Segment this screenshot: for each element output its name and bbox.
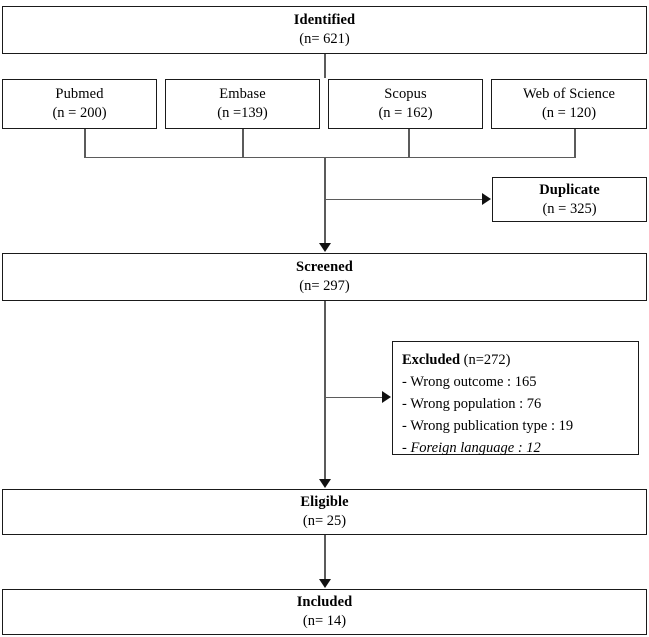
source-bus-line (84, 156, 576, 159)
source-box-embase: Embase (n =139) (165, 79, 320, 129)
source-count-scopus: (n = 162) (378, 105, 433, 121)
excluded-title: Excluded (402, 352, 461, 368)
identified-box: Identified (n= 621) (2, 6, 647, 54)
connector-identified-to-sources (324, 54, 326, 78)
excluded-box: Excluded (n=272) - Wrong outcome : 165 -… (392, 341, 639, 456)
excluded-reason-foreign-language: - Foreign language : 12 (402, 440, 541, 457)
included-box: Included (n= 14) (2, 589, 647, 635)
excluded-reason-wrong-outcome: - Wrong outcome : 165 (402, 374, 537, 391)
duplicate-title: Duplicate (539, 181, 600, 198)
source-box-scopus: Scopus (n = 162) (328, 79, 483, 129)
screened-title: Screened (296, 259, 353, 276)
trunk-screened-to-eligible (324, 301, 326, 481)
screened-box: Screened (n= 297) (2, 253, 647, 301)
source-count-pubmed: (n = 200) (52, 105, 107, 121)
arrow-to-excluded (382, 391, 391, 403)
source-title-embase: Embase (219, 86, 266, 103)
trunk-sources-to-screened (324, 156, 326, 245)
source-stub-scopus (408, 129, 410, 158)
eligible-box: Eligible (n= 25) (2, 489, 647, 535)
duplicate-count: (n = 325) (542, 200, 597, 217)
excluded-header: Excluded (n=272) (402, 349, 510, 371)
trunk-eligible-to-included (324, 535, 326, 581)
source-count-embase: (n =139) (217, 105, 268, 121)
excluded-count: (n=272) (463, 352, 511, 368)
arrow-eligible-to-included (318, 579, 331, 588)
source-title-pubmed: Pubmed (55, 86, 104, 103)
eligible-count: (n= 25) (302, 513, 347, 529)
source-stub-web-of-science (574, 129, 576, 158)
branch-line-to-excluded (324, 396, 388, 399)
source-title-scopus: Scopus (384, 86, 427, 103)
screened-count: (n= 297) (299, 278, 350, 294)
source-title-web-of-science: Web of Science (522, 86, 616, 103)
source-stub-pubmed (84, 129, 86, 158)
source-stub-embase (242, 129, 244, 158)
excluded-reason-wrong-publication-type: - Wrong publication type : 19 (402, 418, 574, 435)
arrow-screened-to-eligible (318, 479, 331, 488)
source-box-pubmed: Pubmed (n = 200) (2, 79, 157, 129)
excluded-reason-wrong-population: - Wrong population : 76 (402, 396, 542, 413)
identified-title: Identified (293, 12, 356, 29)
arrow-sources-to-screened (318, 243, 331, 252)
included-count: (n= 14) (302, 613, 347, 629)
source-count-web-of-science: (n = 120) (541, 105, 597, 121)
arrow-to-duplicate (482, 193, 491, 205)
duplicate-box: Duplicate (n = 325) (492, 177, 647, 222)
eligible-title: Eligible (300, 494, 349, 511)
branch-line-to-duplicate (324, 198, 488, 201)
identified-count: (n= 621) (299, 31, 350, 47)
included-title: Included (296, 594, 353, 611)
source-box-web-of-science: Web of Science (n = 120) (491, 79, 647, 129)
